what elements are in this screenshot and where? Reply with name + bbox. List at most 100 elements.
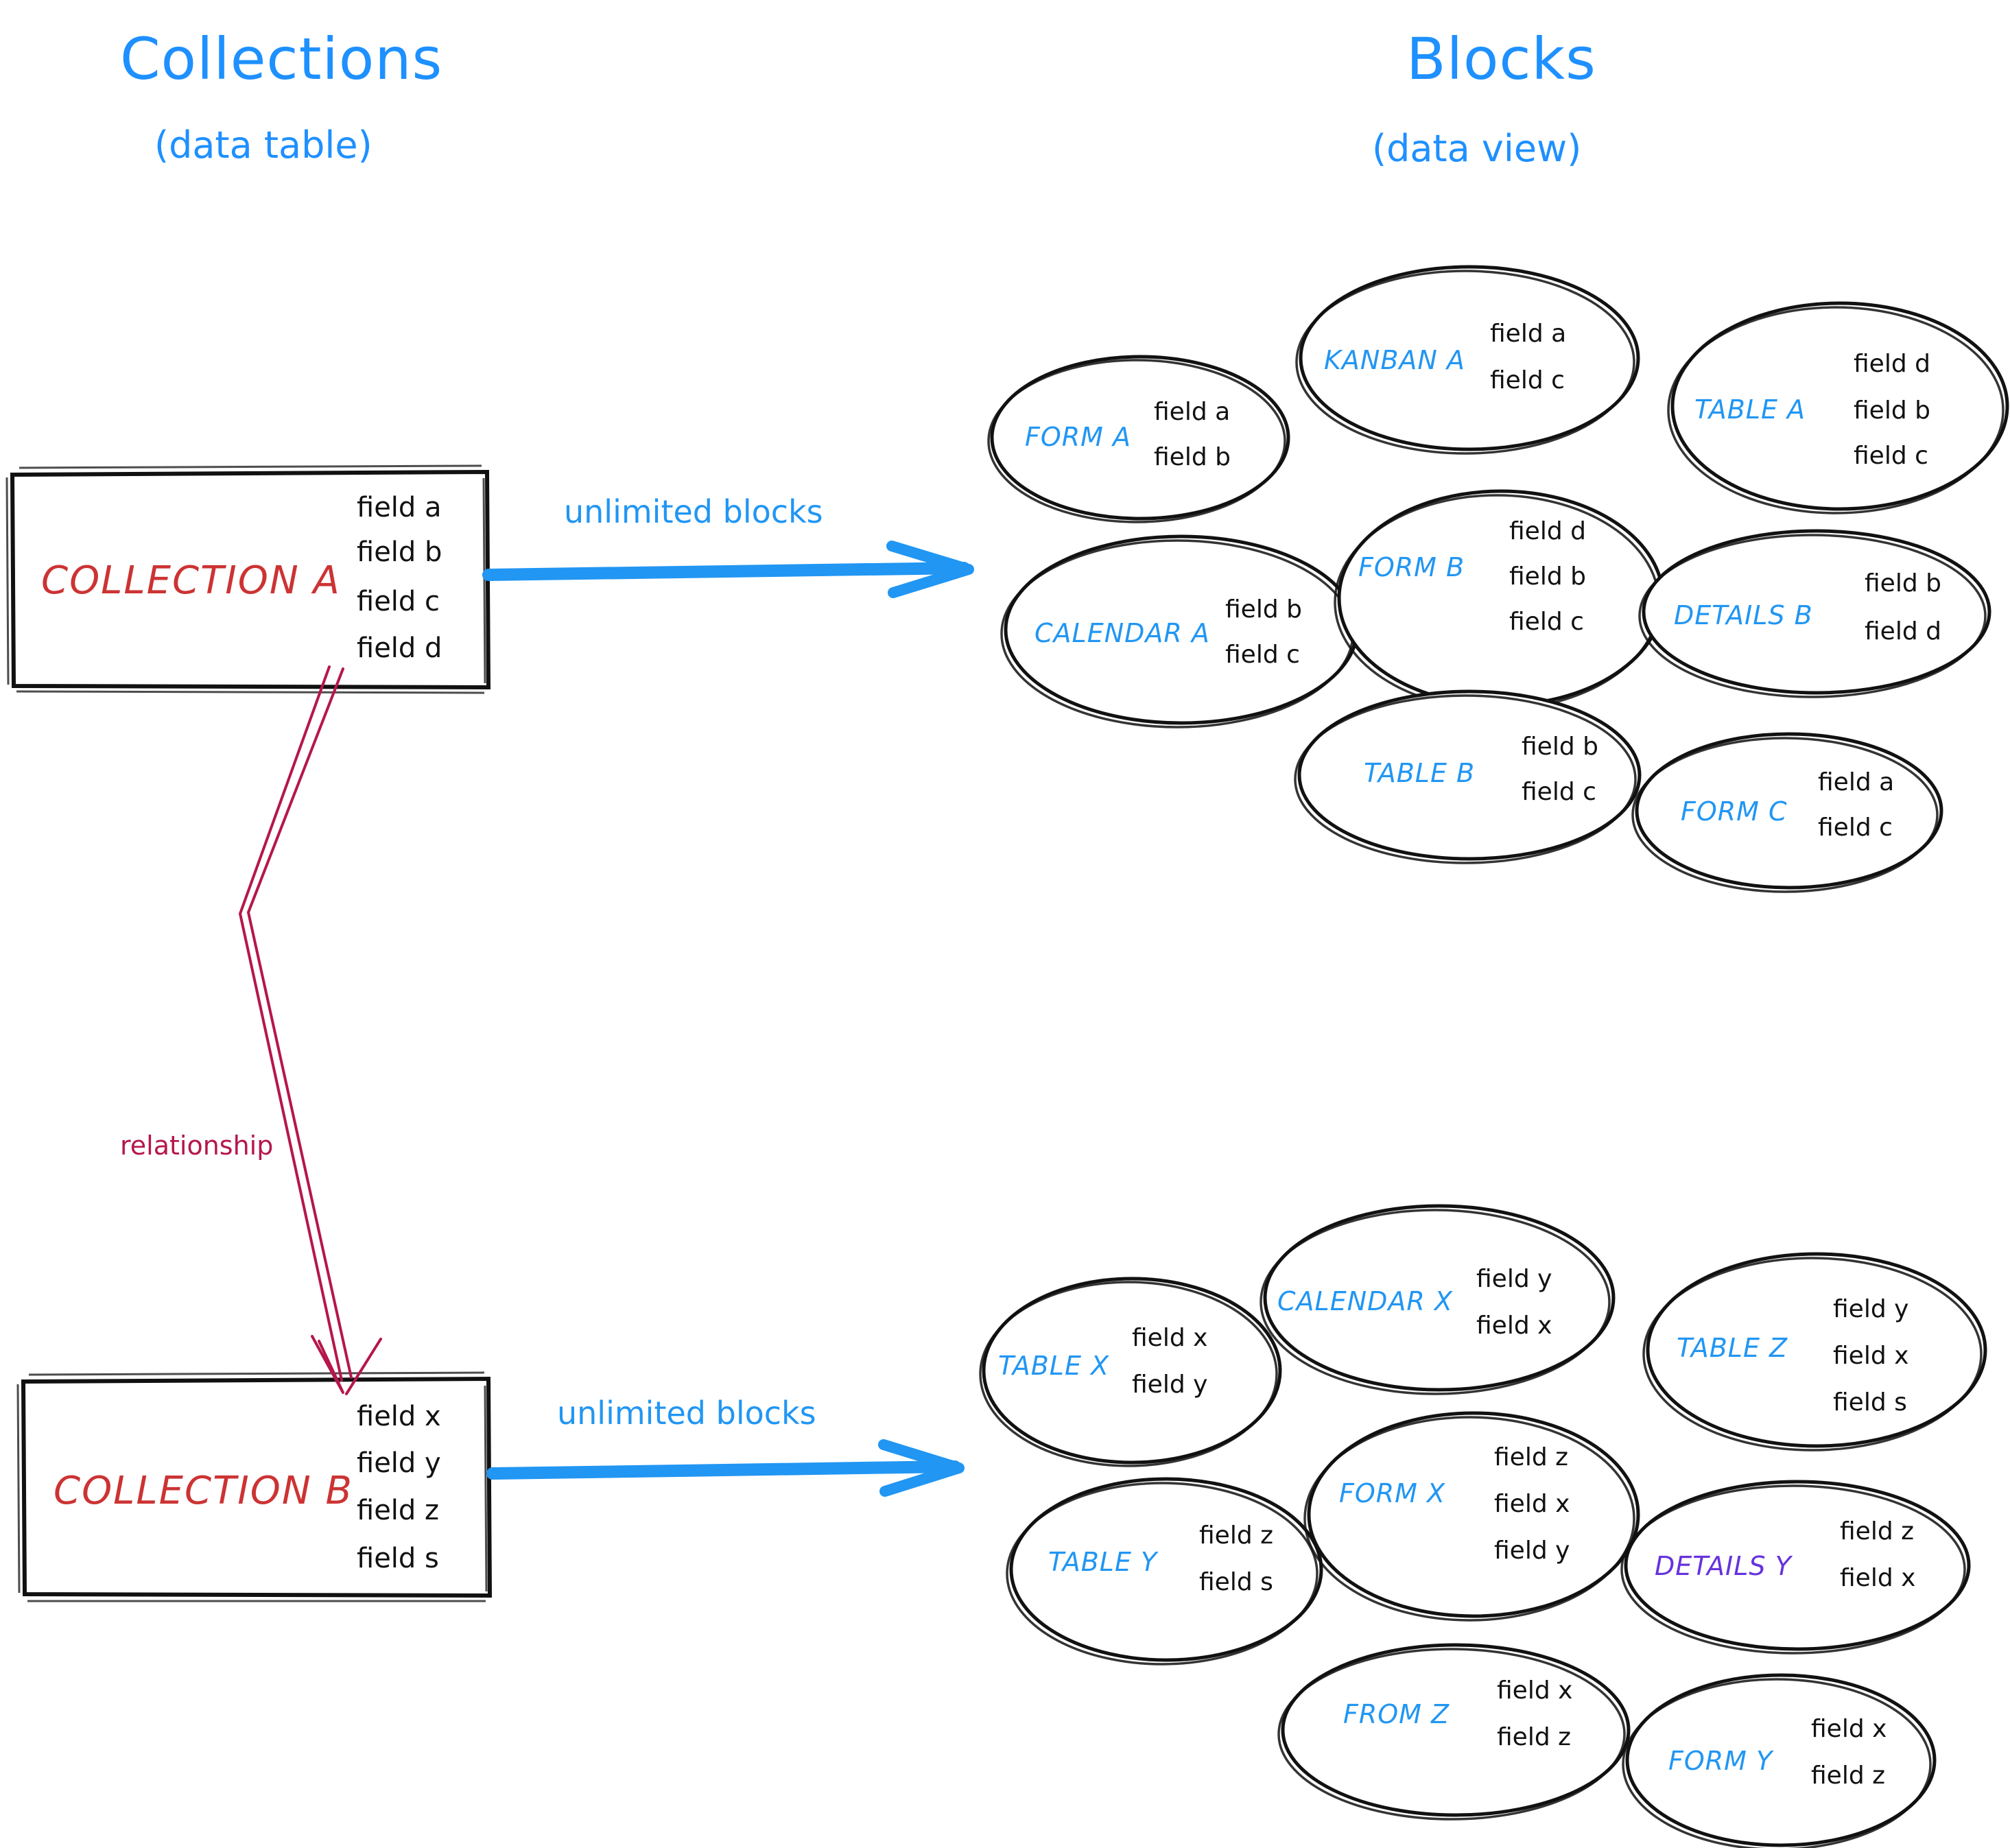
block-table-b[interactable]: TABLE B field b field c [1294, 689, 1642, 864]
blocks-cluster-b: TABLE X field x field y CALENDAR X field… [979, 1204, 1987, 1848]
block-form-a[interactable]: FORM A field a field b [987, 355, 1290, 523]
block-table-z[interactable]: TABLE Z field y field x field s [1642, 1252, 1987, 1452]
block-table-y-field-0: field z [1199, 1521, 1273, 1550]
block-form-x-ellipse [1307, 1411, 1640, 1618]
block-from-z-field-1: field z [1497, 1723, 1571, 1751]
block-table-b-field-1: field c [1522, 778, 1596, 806]
collection-b-sketch-overdraw [16, 1371, 488, 1602]
block-table-b-label: TABLE B [1364, 758, 1475, 788]
blocks-subtitle: (data view) [1372, 127, 1581, 170]
block-from-z-ellipse [1281, 1643, 1631, 1817]
block-kanban-a[interactable]: KANBAN A field a field c [1295, 265, 1640, 455]
block-form-c-field-1: field c [1818, 814, 1893, 842]
block-form-y[interactable]: FORM Y field x field z [1622, 1673, 1937, 1848]
block-table-x-field-1: field y [1132, 1371, 1207, 1399]
block-form-y-field-1: field z [1811, 1762, 1885, 1790]
block-table-y-ellipse [1009, 1477, 1323, 1662]
block-table-x[interactable]: TABLE X field x field y [979, 1277, 1282, 1467]
block-calendar-x[interactable]: CALENDAR X field y field x [1260, 1204, 1616, 1395]
block-from-z[interactable]: FROM Z field x field z [1277, 1643, 1631, 1821]
collection-a-field-3: field d [357, 632, 442, 664]
collections-title: Collections [120, 25, 442, 93]
block-details-b-field-0: field b [1865, 569, 1941, 597]
collection-a-sketch-overdraw [5, 464, 486, 694]
relationship-arrowhead [311, 1335, 382, 1395]
block-kanban-a-field-0: field a [1490, 320, 1566, 348]
unlimited-blocks-arrow-a[interactable]: unlimited blocks [482, 493, 974, 598]
block-table-z-field-0: field y [1833, 1295, 1908, 1323]
collection-a-field-0: field a [357, 492, 442, 523]
block-form-a-ellipse [990, 355, 1290, 521]
block-form-y-ellipse-overdraw [1622, 1678, 1932, 1848]
block-form-x-field-2: field y [1494, 1537, 1570, 1565]
blocks-cluster-a: FORM A field a field b KANBAN A field a … [987, 265, 2009, 893]
collections-subtitle: (data table) [154, 123, 373, 167]
block-details-y-ellipse [1624, 1480, 1971, 1651]
block-table-x-ellipse [982, 1277, 1282, 1465]
block-calendar-x-label: CALENDAR X [1277, 1286, 1453, 1316]
block-form-x-field-1: field x [1494, 1490, 1570, 1518]
block-calendar-x-ellipse-overdraw [1260, 1209, 1611, 1395]
block-table-b-ellipse-overdraw [1294, 694, 1637, 864]
block-table-y-label: TABLE Y [1048, 1547, 1159, 1577]
arrow-a-head [886, 541, 974, 598]
block-form-a-field-1: field b [1154, 443, 1231, 471]
collection-a-field-1: field b [357, 536, 442, 568]
block-form-c-field-0: field a [1818, 768, 1894, 796]
block-kanban-a-field-1: field c [1490, 366, 1565, 394]
block-form-a-label: FORM A [1025, 422, 1131, 452]
collection-a-name: COLLECTION A [41, 558, 341, 603]
block-kanban-a-ellipse [1299, 265, 1640, 451]
relationship-label: relationship [120, 1130, 273, 1161]
heading-collections: Collections (data table) [120, 25, 442, 167]
collection-b-field-1: field y [357, 1447, 441, 1479]
block-details-y[interactable]: DETAILS Y field z field x [1620, 1480, 1971, 1655]
block-form-a-ellipse-overdraw [987, 359, 1286, 523]
block-form-b[interactable]: FORM B field d field b field c [1334, 489, 1665, 711]
block-table-y[interactable]: TABLE Y field z field s [1006, 1477, 1323, 1666]
collection-b-name: COLLECTION B [54, 1469, 353, 1513]
block-table-z-field-2: field s [1833, 1388, 1907, 1417]
block-calendar-x-field-0: field y [1476, 1265, 1552, 1293]
block-kanban-a-ellipse-overdraw [1295, 270, 1635, 455]
block-calendar-a-field-1: field c [1225, 641, 1300, 669]
collection-b-outline [21, 1376, 493, 1598]
collection-a-box[interactable]: COLLECTION A field a field b field c fie… [5, 464, 491, 694]
block-calendar-x-ellipse [1263, 1204, 1616, 1392]
block-details-y-label: DETAILS Y [1655, 1551, 1793, 1581]
arrow-b-head [878, 1439, 965, 1497]
arrow-a-label: unlimited blocks [564, 493, 823, 530]
collection-b-field-3: field s [357, 1543, 439, 1574]
block-form-x-field-0: field z [1494, 1443, 1568, 1471]
block-form-x-label: FORM X [1339, 1478, 1445, 1508]
block-table-y-field-1: field s [1199, 1568, 1273, 1596]
block-details-b[interactable]: DETAILS B field b field d [1638, 529, 1991, 698]
relationship-connector[interactable]: relationship [120, 665, 382, 1395]
block-details-b-ellipse [1642, 529, 1991, 695]
block-form-b-field-1: field b [1509, 562, 1586, 591]
block-details-b-field-1: field d [1865, 617, 1941, 645]
unlimited-blocks-arrow-b[interactable]: unlimited blocks [486, 1395, 965, 1497]
block-form-b-field-0: field d [1509, 517, 1586, 545]
block-details-y-ellipse-overdraw [1620, 1484, 1966, 1655]
block-calendar-a[interactable]: CALENDAR A field b field c [1000, 534, 1359, 728]
block-table-x-ellipse-overdraw [979, 1281, 1278, 1467]
block-from-z-field-0: field x [1497, 1677, 1572, 1705]
arrow-b-shaft [486, 1460, 961, 1480]
block-form-c[interactable]: FORM C field a field c [1631, 732, 1943, 893]
block-form-x[interactable]: FORM X field z field x field y [1303, 1411, 1640, 1622]
block-table-b-ellipse [1297, 689, 1642, 861]
blocks-title: Blocks [1406, 25, 1596, 93]
block-table-b-field-0: field b [1522, 733, 1598, 761]
block-details-y-field-1: field x [1840, 1564, 1915, 1592]
relationship-line-1 [247, 667, 353, 1379]
block-table-z-ellipse [1646, 1252, 1987, 1448]
block-table-a[interactable]: TABLE A field d field b field c [1667, 301, 2009, 514]
block-table-a-ellipse [1670, 301, 2009, 511]
block-form-y-field-0: field x [1811, 1715, 1887, 1743]
block-kanban-a-label: KANBAN A [1324, 345, 1465, 375]
block-calendar-a-field-0: field b [1225, 595, 1302, 624]
collection-b-box[interactable]: COLLECTION B field x field y field z fie… [16, 1371, 493, 1602]
block-table-z-label: TABLE Z [1677, 1333, 1788, 1363]
